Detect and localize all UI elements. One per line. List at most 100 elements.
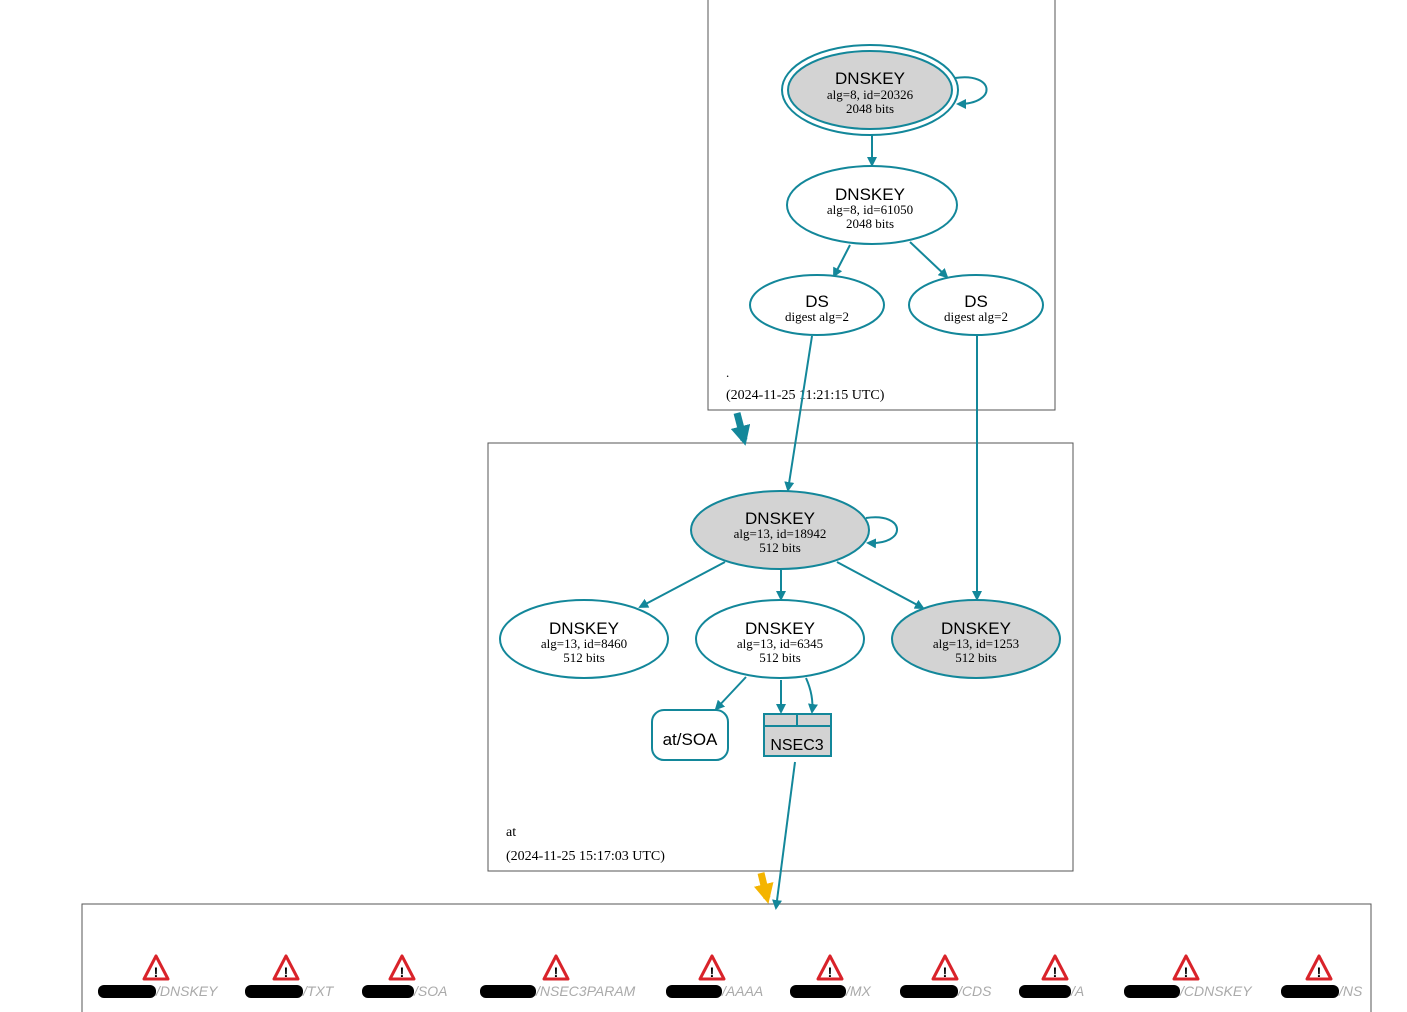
edge-root-ksk-self [954,76,988,109]
warning-exclamation-icon: ! [1053,964,1058,980]
at-1253-line2: 512 bits [955,650,997,665]
redaction-mark [1019,985,1071,998]
edge-root-zsk-to-ds2 [909,241,949,279]
root-zone-box [707,0,1056,411]
edge-6345-to-soa [714,676,747,711]
warning-exclamation-icon: ! [943,964,948,980]
child-record-label: /NSEC3PARAM [535,983,636,999]
redaction-mark [1124,985,1180,998]
child-record-8[interactable]: ! /CDNSKEY [1124,954,1253,999]
child-record-2[interactable]: ! /SOA [362,954,447,999]
root-zone-timestamp: (2024-11-25 11:21:15 UTC) [726,388,885,403]
redaction-mark [790,985,846,998]
child-record-label: /MX [845,983,872,999]
at-8460-title: DNSKEY [549,619,619,638]
child-record-7[interactable]: ! /A [1019,954,1084,999]
edge-ds1-to-at-ksk [784,335,813,492]
redaction-mark [1281,985,1339,998]
child-record-0[interactable]: ! /DNSKEY [98,954,219,999]
root-ksk-line1: alg=8, id=20326 [827,87,914,102]
root-zone-name: . [726,365,729,380]
at-dnskey-1253-node[interactable]: DNSKEY alg=13, id=1253 512 bits [891,599,1061,679]
root-zsk-title: DNSKEY [835,185,905,204]
root-ksk-node[interactable]: DNSKEY alg=8, id=20326 2048 bits [781,44,959,136]
child-record-label: /A [1070,983,1084,999]
warning-exclamation-icon: ! [1184,964,1189,980]
warning-exclamation-icon: ! [154,964,159,980]
redaction-mark [900,985,958,998]
at-soa-node[interactable]: at/SOA [651,709,729,761]
root-zsk-node[interactable]: DNSKEY alg=8, id=61050 2048 bits [786,165,958,245]
root-zsk-line1: alg=8, id=61050 [827,202,913,217]
at-zone-name: at [506,825,516,840]
edge-at-ksk-to-1253 [836,561,925,609]
child-record-6[interactable]: ! /CDS [900,954,992,999]
nsec3-label: NSEC3 [770,737,823,754]
edge-nsec3-to-child [772,761,796,910]
child-record-label: /CDNSKEY [1179,983,1253,999]
warning-exclamation-icon: ! [400,964,405,980]
child-record-label: /TXT [302,983,335,999]
child-zone-box [81,903,1372,1012]
at-zone-timestamp: (2024-11-25 15:17:03 UTC) [506,849,665,864]
child-record-9[interactable]: ! /NS [1281,954,1363,999]
warning-icon [1305,954,1333,981]
redaction-mark [480,985,536,998]
delegation-root-to-at [730,412,751,446]
nsec3-node[interactable]: NSEC3 [763,713,832,757]
child-record-5[interactable]: !/MX [790,954,872,999]
at-soa-label: at/SOA [663,730,718,749]
at-1253-title: DNSKEY [941,619,1011,638]
child-record-label: /CDS [957,983,992,999]
at-6345-line2: 512 bits [759,650,801,665]
warning-exclamation-icon: ! [1317,964,1322,980]
child-record-4[interactable]: !/AAAA [666,954,763,999]
ds-2-line1: digest alg=2 [944,309,1008,324]
at-6345-line1: alg=13, id=6345 [737,636,823,651]
warning-exclamation-icon: ! [710,964,715,980]
warning-exclamation-icon: ! [554,964,559,980]
at-ksk-line2: 512 bits [759,540,801,555]
delegation-at-to-child [754,872,774,904]
redaction-mark [362,985,414,998]
redaction-mark [245,985,303,998]
warning-icon [698,954,726,981]
root-zsk-line2: 2048 bits [846,216,894,231]
edge-at-ksk-self [865,516,898,549]
child-record-1[interactable]: ! /TXT [245,954,335,999]
redaction-mark [98,985,156,998]
child-record-label: /NS [1338,983,1363,999]
at-ksk-title: DNSKEY [745,509,815,528]
warning-icon [931,954,959,981]
child-record-label: /SOA [413,983,447,999]
edge-6345-to-nsec3-b [805,677,818,714]
warning-exclamation-icon: ! [284,964,289,980]
at-ksk-node[interactable]: DNSKEY alg=13, id=18942 512 bits [690,490,870,570]
at-8460-line2: 512 bits [563,650,605,665]
root-ksk-title: DNSKEY [835,69,905,88]
ds-node-2[interactable]: DS digest alg=2 [908,274,1044,336]
at-dnskey-6345-node[interactable]: DNSKEY alg=13, id=6345 512 bits [695,599,865,679]
warning-icon [388,954,416,981]
edge-at-ksk-to-8460 [638,561,726,608]
warning-icon [142,954,170,981]
at-ksk-line1: alg=13, id=18942 [734,526,827,541]
warning-icon [1172,954,1200,981]
at-6345-title: DNSKEY [745,619,815,638]
ds-1-title: DS [805,292,829,311]
redaction-mark [666,985,722,998]
at-1253-line1: alg=13, id=1253 [933,636,1019,651]
child-records: !/DNSKEY!/TXT!/SOA!/NSEC3PARAM!/AAAA!/MX… [98,954,1363,999]
at-8460-line1: alg=13, id=8460 [541,636,627,651]
warning-icon [1041,954,1069,981]
warning-icon [272,954,300,981]
child-record-3[interactable]: ! /NSEC3PARAM [480,954,636,999]
ds-1-line1: digest alg=2 [785,309,849,324]
edge-root-zsk-to-ds1 [833,244,851,278]
ds-2-title: DS [964,292,988,311]
child-record-label: /DNSKEY [155,983,219,999]
ds-node-1[interactable]: DS digest alg=2 [749,274,885,336]
root-ksk-line2: 2048 bits [846,101,894,116]
at-dnskey-8460-node[interactable]: DNSKEY alg=13, id=8460 512 bits [499,599,669,679]
